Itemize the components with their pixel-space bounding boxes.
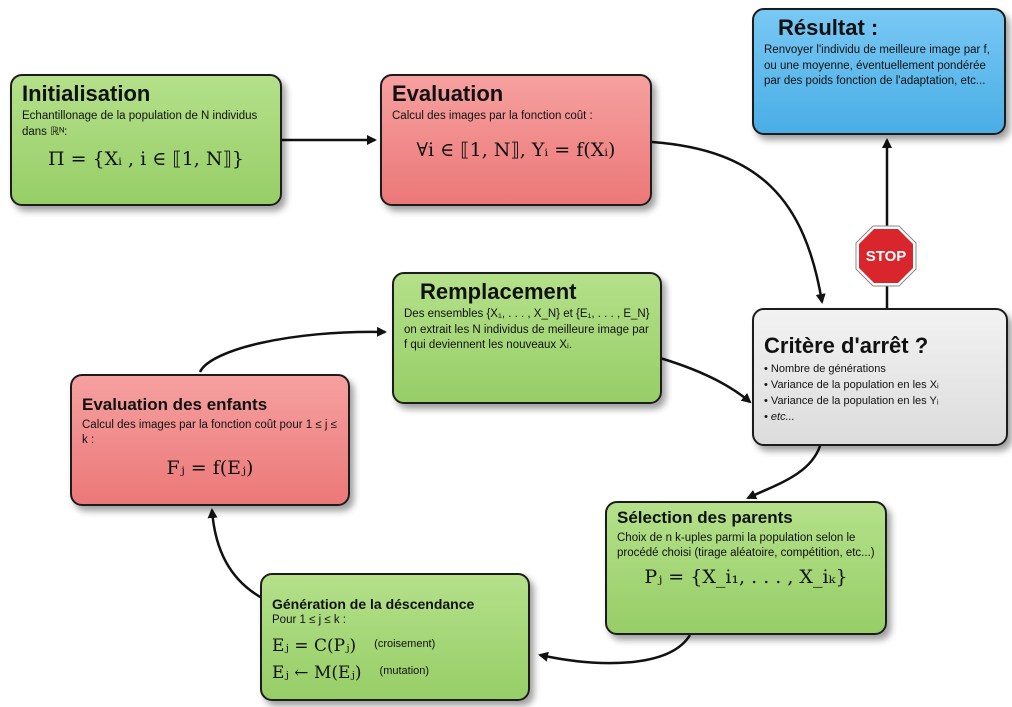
arrow-generation-to-enfants xyxy=(207,508,263,600)
generation-desc: Pour 1 ≤ j ≤ k : xyxy=(272,614,346,627)
evaluation-desc: Calcul des images par la fonction coût : xyxy=(392,110,593,123)
eval-enfants-desc: Calcul des images par la fonction coût p… xyxy=(82,418,337,447)
initialisation-desc: Echantillonage de la population de N ind… xyxy=(22,110,258,138)
eval-enfants-formula: Fⱼ = f(Eⱼ) xyxy=(166,456,254,479)
generation-box: Génération de la déscendance Pour 1 ≤ j … xyxy=(260,573,530,701)
arrow-selection-to-generation xyxy=(538,634,692,665)
resultat-desc: Renvoyer l'individu de meilleure image p… xyxy=(764,44,990,88)
eval-enfants-title: Evaluation des enfants xyxy=(82,395,268,414)
initialisation-title: Initialisation xyxy=(22,81,151,106)
critere-item: etc... xyxy=(764,410,996,426)
selection-title: Sélection des parents xyxy=(617,508,793,527)
evaluation-formula: ∀i ∈ ⟦1, N⟧, Yᵢ = f(Xᵢ) xyxy=(416,138,616,161)
arrow-critere-to-selection xyxy=(746,445,822,500)
resultat-box: Résultat : Renvoyer l'individu de meille… xyxy=(752,8,1006,135)
generation-formula-mutation: Eⱼ ← M(Eⱼ) xyxy=(272,662,362,683)
generation-title: Génération de la déscendance xyxy=(272,596,475,612)
selection-box: Sélection des parents Choix de n k-uples… xyxy=(605,501,887,635)
critere-item: Variance de la population en les Xᵢ xyxy=(764,378,996,394)
stop-sign-icon xyxy=(855,225,917,287)
remplacement-title: Remplacement xyxy=(420,279,577,304)
evaluation-box: Evaluation Calcul des images par la fonc… xyxy=(380,74,652,206)
generation-tag-croisement: (croisement) xyxy=(374,637,436,650)
evaluation-title: Evaluation xyxy=(392,81,504,106)
remplacement-desc: Des ensembles {X₁, . . . , X_N} et {E₁, … xyxy=(404,308,650,352)
critere-item: Variance de la population en les Yᵢ xyxy=(764,394,996,410)
initialisation-formula: Π = {Xᵢ , i ∈ ⟦1, N⟧} xyxy=(47,148,245,171)
generation-row-croisement: Eⱼ = C(Pⱼ) (croisement) xyxy=(272,632,518,656)
critere-item: Nombre de générations xyxy=(764,362,996,378)
critere-list: Nombre de générations Variance de la pop… xyxy=(764,362,996,426)
generation-row-mutation: Eⱼ ← M(Eⱼ) (mutation) xyxy=(272,659,518,683)
initialisation-box: Initialisation Echantillonage de la popu… xyxy=(10,74,282,206)
critere-title: Critère d'arrêt ? xyxy=(764,333,929,358)
remplacement-box: Remplacement Des ensembles {X₁, . . . , … xyxy=(392,272,662,404)
critere-box: Critère d'arrêt ? Nombre de générations … xyxy=(752,308,1008,446)
generation-tag-mutation: (mutation) xyxy=(379,664,430,677)
arrow-enfants-to-remplacement xyxy=(198,326,387,373)
eval-enfants-box: Evaluation des enfants Calcul des images… xyxy=(70,374,350,506)
selection-formula: Pⱼ = {X_i₁, . . . , X_iₖ} xyxy=(644,565,848,588)
resultat-title: Résultat : xyxy=(778,15,879,40)
arrow-eval-to-critere xyxy=(651,140,826,304)
arrow-remplacement-to-critere xyxy=(659,356,752,404)
selection-desc: Choix de n k-uples parmi la population s… xyxy=(617,531,875,560)
generation-formula-croisement: Eⱼ = C(Pⱼ) xyxy=(272,635,357,656)
